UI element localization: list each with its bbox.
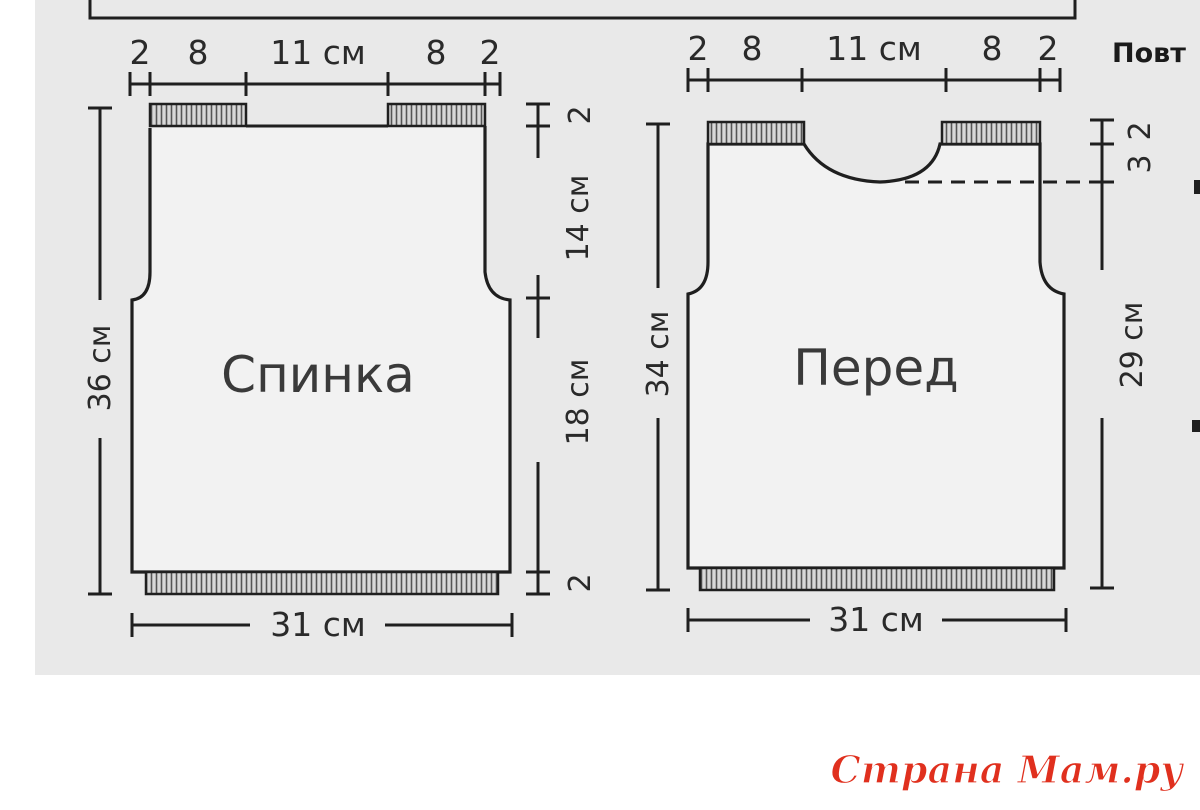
back-body-height: 18 см <box>561 359 596 446</box>
front-top-dim-2: 8 <box>742 29 763 68</box>
back-top-band: 2 <box>563 105 598 124</box>
front-piece-title: Перед <box>793 339 958 397</box>
cut-off-text: Повт <box>1112 38 1186 69</box>
back-piece-title: Спинка <box>221 346 415 404</box>
front-right-shoulder-rib <box>940 120 1042 146</box>
front-neck-depth: 3 <box>1123 154 1158 173</box>
front-top-dim-1: 2 <box>688 29 709 68</box>
back-bottom-width: 31 см <box>270 605 366 644</box>
front-top-band: 2 <box>1123 121 1158 140</box>
back-top-dim-5: 2 <box>480 33 501 72</box>
edge-mark <box>1192 420 1200 432</box>
back-total-height: 36 см <box>83 325 118 412</box>
back-top-dim-2: 8 <box>188 33 209 72</box>
back-piece: 2 8 11 см 8 2 36 см 2 14 см 18 см 2 <box>83 33 598 644</box>
back-top-dim-1: 2 <box>130 33 151 72</box>
front-bottom-width: 31 см <box>828 600 924 639</box>
back-right-shoulder-rib <box>386 102 487 128</box>
back-top-dim-4: 8 <box>426 33 447 72</box>
front-top-dim-5: 2 <box>1038 29 1059 68</box>
front-left-shoulder-rib <box>706 120 806 146</box>
back-bottom-rib <box>144 570 500 596</box>
front-bottom-rib <box>698 566 1056 592</box>
front-top-dim-4: 8 <box>982 29 1003 68</box>
edge-mark <box>1194 180 1200 194</box>
front-total-height: 34 см <box>641 311 676 398</box>
front-side-height: 29 см <box>1115 302 1150 389</box>
front-piece: 2 8 11 см 8 2 34 см 2 3 29 см <box>641 29 1158 639</box>
back-armhole-height: 14 см <box>561 175 596 262</box>
back-bottom-band: 2 <box>563 573 598 592</box>
back-top-dim-3: 11 см <box>270 33 366 72</box>
site-watermark: Страна Мам.ру <box>830 747 1185 792</box>
back-left-shoulder-rib <box>148 102 248 128</box>
front-top-dim-3: 11 см <box>826 29 922 68</box>
top-frame-edge <box>88 0 1077 20</box>
